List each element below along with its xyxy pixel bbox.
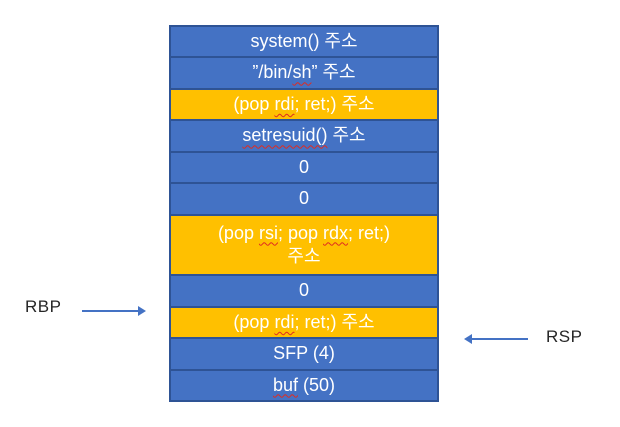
text-segment: ”/bin/ <box>252 62 293 83</box>
rbp-label: RBP <box>25 297 62 316</box>
text-segment: 0 <box>298 280 309 301</box>
stack-row-zero-2: 0 <box>171 182 437 214</box>
stack-row-label: system() 주소 <box>250 30 357 53</box>
text-segment: 주소 <box>287 245 321 266</box>
stack-row-zero-3: 0 <box>171 274 437 306</box>
text-segment: ” 주소 <box>311 62 356 83</box>
stack-row-label: SFP (4) <box>273 342 335 365</box>
rsp-arrow-line <box>471 338 528 340</box>
text-segment: (pop <box>233 311 275 332</box>
rbp-arrow-icon <box>82 305 146 317</box>
text-segment: system() 주소 <box>250 31 358 52</box>
text-segment: 0 <box>298 156 309 177</box>
text-segment: 0 <box>298 188 309 209</box>
text-segment: ; pop <box>277 222 324 243</box>
text-segment: ; ret;) 주소 <box>294 93 375 114</box>
stack-table: system() 주소”/bin/sh” 주소(pop rdi; ret;) 주… <box>169 25 439 402</box>
stack-row-binsh-addr: ”/bin/sh” 주소 <box>171 56 437 88</box>
stack-row-label: (pop rdi; ret;) 주소 <box>233 311 374 334</box>
stack-row-label: 0 <box>299 279 309 302</box>
rsp-arrow-icon <box>464 333 528 345</box>
text-segment: ; ret;) 주소 <box>294 311 375 332</box>
stack-row-label: setresuid() 주소 <box>242 124 365 147</box>
stack-row-sfp: SFP (4) <box>171 337 437 369</box>
stack-row-pop-rdi-ret-addr-lower: (pop rdi; ret;) 주소 <box>171 305 437 338</box>
stack-row-zero-1: 0 <box>171 150 437 183</box>
stack-row-label: (pop rsi; pop rdx; ret;) 주소 <box>218 222 390 269</box>
stack-row-label: (pop rdi; ret;) 주소 <box>233 93 374 116</box>
text-segment: SFP (4) <box>273 343 335 364</box>
stack-row-setresuid-addr: setresuid() 주소 <box>171 119 437 151</box>
stack-row-label: ”/bin/sh” 주소 <box>252 61 355 84</box>
stack-row-pop-rsi-pop-rdx-ret-addr: (pop rsi; pop rdx; ret;) 주소 <box>171 213 437 275</box>
misspelled-text: rdi <box>274 311 295 332</box>
rbp-arrow-line <box>82 310 139 312</box>
misspelled-text: rsi <box>258 222 278 243</box>
stack-row-buf: buf (50) <box>171 368 437 401</box>
stack-row-pop-rdi-ret-addr-upper: (pop rdi; ret;) 주소 <box>171 87 437 120</box>
rsp-label: RSP <box>546 327 583 346</box>
text-segment: (pop <box>233 93 275 114</box>
misspelled-text: sh <box>292 62 312 83</box>
text-segment: 주소 <box>327 125 366 146</box>
misspelled-text: rdx <box>323 222 349 243</box>
stack-row-system-addr: system() 주소 <box>171 27 437 57</box>
rbp-arrow-head <box>138 306 146 316</box>
text-segment: (pop <box>217 222 259 243</box>
stack-row-label: 0 <box>299 156 309 179</box>
text-segment: (50) <box>298 374 336 395</box>
stack-row-label: buf (50) <box>273 374 335 397</box>
misspelled-text: setresuid() <box>242 125 328 146</box>
misspelled-text: buf <box>272 374 298 395</box>
text-segment: ; ret;) <box>348 222 391 243</box>
rsp-arrow-head <box>464 334 472 344</box>
misspelled-text: rdi <box>274 93 295 114</box>
stack-row-label: 0 <box>299 187 309 210</box>
